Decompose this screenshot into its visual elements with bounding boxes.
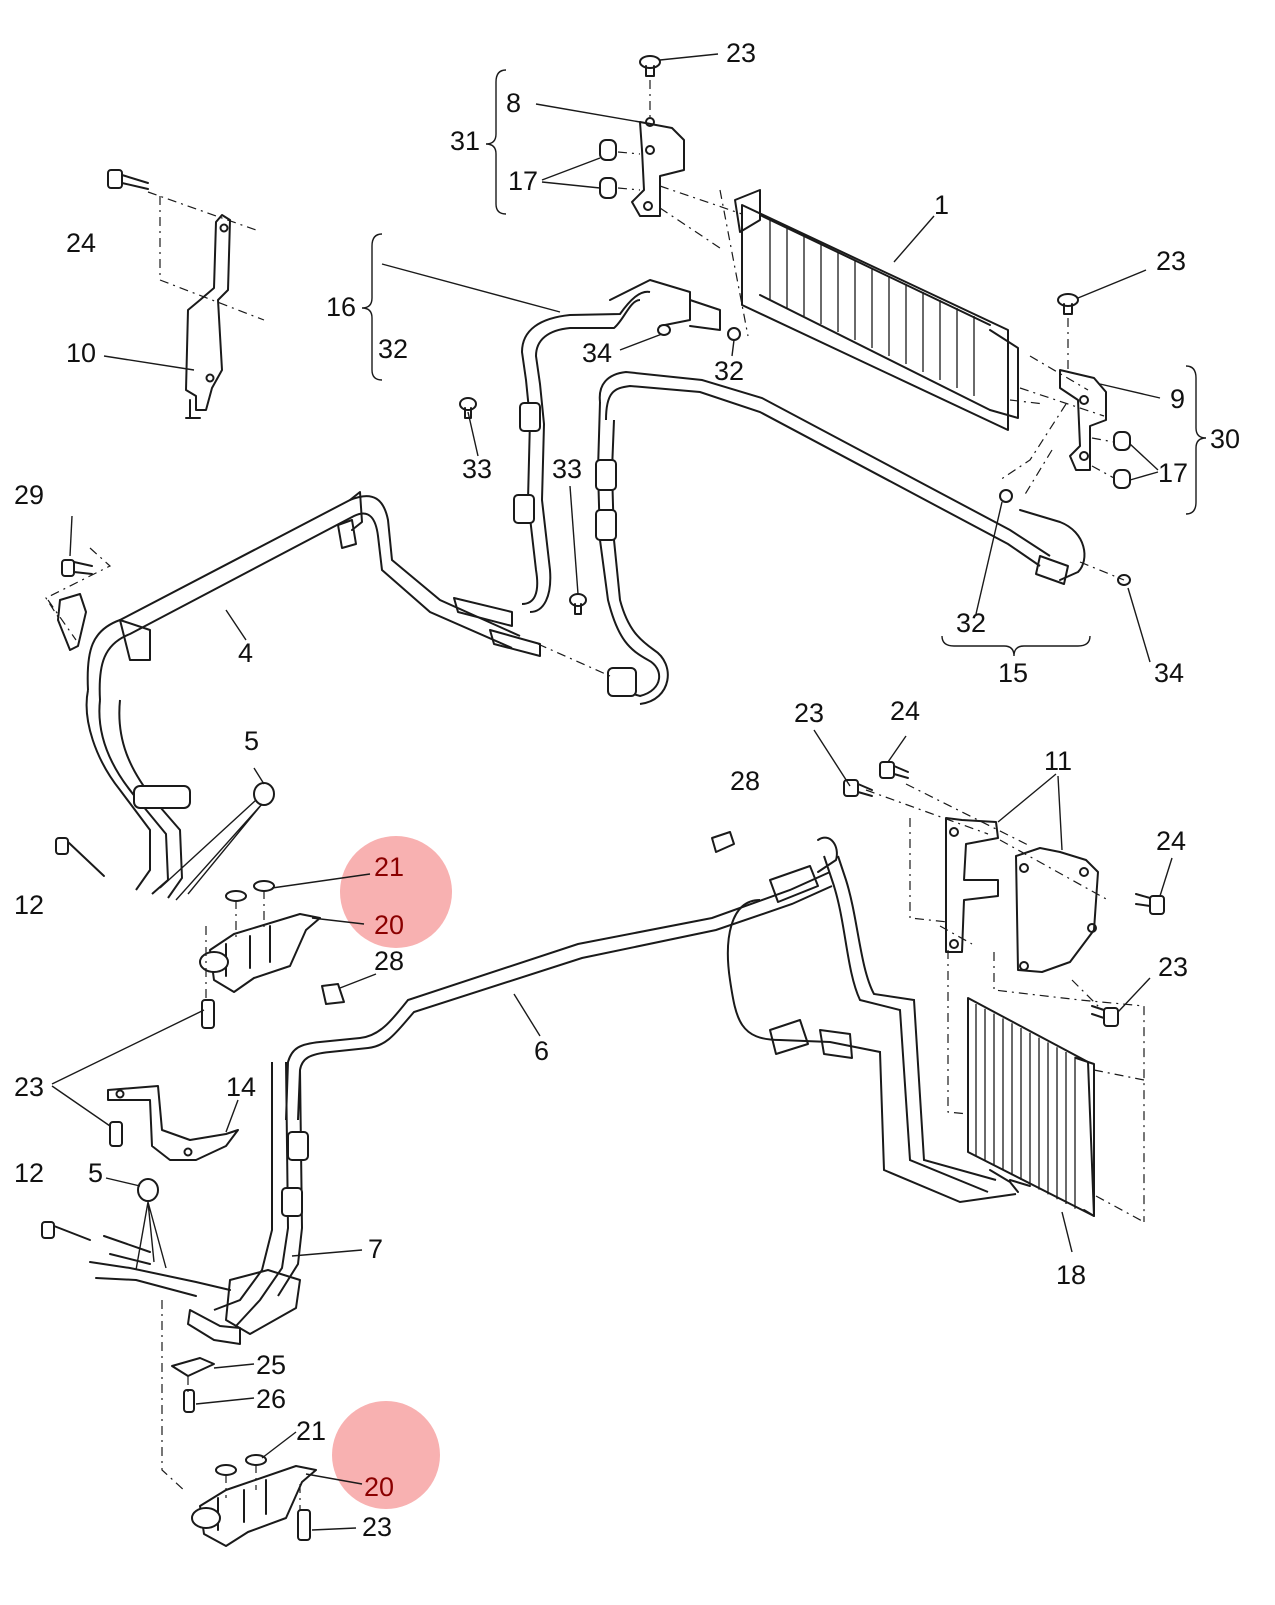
callout-6: 6 (534, 1036, 549, 1066)
callout-20-highlighted: 20 (374, 910, 404, 940)
bracket-part-11 (945, 817, 1099, 973)
callout-12: 12 (14, 1158, 44, 1188)
callout-labels: 23 8 31 17 1 24 16 32 34 32 23 10 9 30 1… (14, 38, 1240, 1542)
callout-34: 34 (582, 338, 612, 368)
callout-29: 29 (14, 480, 44, 510)
callout-32: 32 (714, 356, 744, 386)
callout-5: 5 (244, 726, 259, 756)
callout-17: 17 (1158, 458, 1188, 488)
callout-32: 32 (956, 608, 986, 638)
screw-part-33-b (569, 593, 587, 615)
leader-lines (51, 53, 1173, 1531)
callout-12: 12 (14, 890, 44, 920)
bolt-part-23-lower-left (109, 1121, 123, 1147)
ring-part-32-upper (727, 327, 1013, 503)
hose-part-4 (57, 491, 541, 899)
bolt-part-24-right-top (879, 761, 909, 779)
callout-21: 21 (296, 1416, 326, 1446)
clip-part-28-top (711, 831, 735, 853)
bracket-part-10 (185, 214, 231, 419)
block-part-20-upper (199, 913, 321, 993)
block-part-20-lower (191, 1465, 317, 1547)
callout-33: 33 (462, 454, 492, 484)
callout-11: 11 (1044, 746, 1072, 776)
callout-9: 9 (1170, 384, 1185, 414)
hose-part-16 (513, 279, 721, 613)
bolt-part-24-right (1135, 893, 1165, 915)
bolt-part-24-top-left (107, 169, 149, 190)
oil-cooler-part-1 (734, 189, 1019, 431)
callout-21-highlighted: 21 (374, 852, 404, 882)
bracket-part-14 (107, 1085, 239, 1161)
callout-20-highlighted: 20 (364, 1472, 394, 1502)
callout-28: 28 (374, 946, 404, 976)
oring-part-5-upper (253, 782, 275, 806)
screw-part-26 (183, 1389, 195, 1413)
callout-8: 8 (506, 88, 521, 118)
callout-26: 26 (256, 1384, 286, 1414)
screw-part-29 (61, 559, 93, 577)
bolt-part-12-lower (41, 1221, 91, 1241)
bracket-part-8 (631, 117, 685, 217)
bolt-part-23-right-mid (843, 779, 873, 797)
callout-1: 1 (934, 190, 949, 220)
callout-25: 25 (256, 1350, 286, 1380)
callout-10: 10 (66, 338, 96, 368)
highlight-marker-upper (340, 836, 452, 948)
callout-17: 17 (508, 166, 538, 196)
screw-part-33-a (459, 397, 477, 419)
callout-23: 23 (1158, 952, 1188, 982)
bushing-part-17-top (599, 139, 617, 199)
callout-7: 7 (368, 1234, 383, 1264)
bolt-part-12-upper (55, 837, 105, 877)
hose-part-7 (89, 1061, 309, 1345)
bracket-part-9 (1059, 369, 1107, 471)
callout-31: 31 (450, 126, 480, 156)
callout-34: 34 (1154, 658, 1184, 688)
bolt-part-23-bottom (297, 1509, 311, 1541)
oring-part-5-lower (137, 1178, 159, 1202)
callout-23: 23 (794, 698, 824, 728)
callout-23: 23 (726, 38, 756, 68)
callout-33: 33 (552, 454, 582, 484)
callout-32: 32 (378, 334, 408, 364)
callout-24: 24 (66, 228, 96, 258)
callout-24: 24 (890, 696, 920, 726)
washer-part-21-upper (225, 880, 275, 902)
alignment-lines (45, 80, 1145, 1510)
hose-part-6 (285, 836, 1017, 1204)
callout-23: 23 (362, 1512, 392, 1542)
bolt-part-23-mid (201, 999, 215, 1029)
bushing-part-17-right (1113, 431, 1131, 489)
callout-28: 28 (730, 766, 760, 796)
screw-part-23-top (639, 55, 661, 77)
callout-18: 18 (1056, 1260, 1086, 1290)
callout-24: 24 (1156, 826, 1186, 856)
callout-16: 16 (326, 292, 356, 322)
cooler-part-18 (967, 997, 1095, 1217)
washer-part-21-lower (215, 1454, 267, 1476)
clip-part-25 (171, 1357, 215, 1377)
hose-part-15 (595, 370, 1086, 705)
assembly-braces (361, 69, 1207, 657)
callout-5: 5 (88, 1158, 103, 1188)
callout-23: 23 (14, 1072, 44, 1102)
screw-part-23-right-top (1057, 293, 1079, 315)
callout-30: 30 (1210, 424, 1240, 454)
highlight-marker-lower (332, 1401, 440, 1509)
callout-15: 15 (998, 658, 1028, 688)
callout-4: 4 (238, 638, 253, 668)
callout-14: 14 (226, 1072, 256, 1102)
bolt-part-23-right-low (1091, 1005, 1119, 1027)
callout-23: 23 (1156, 246, 1186, 276)
clip-part-28-mid (321, 983, 345, 1005)
